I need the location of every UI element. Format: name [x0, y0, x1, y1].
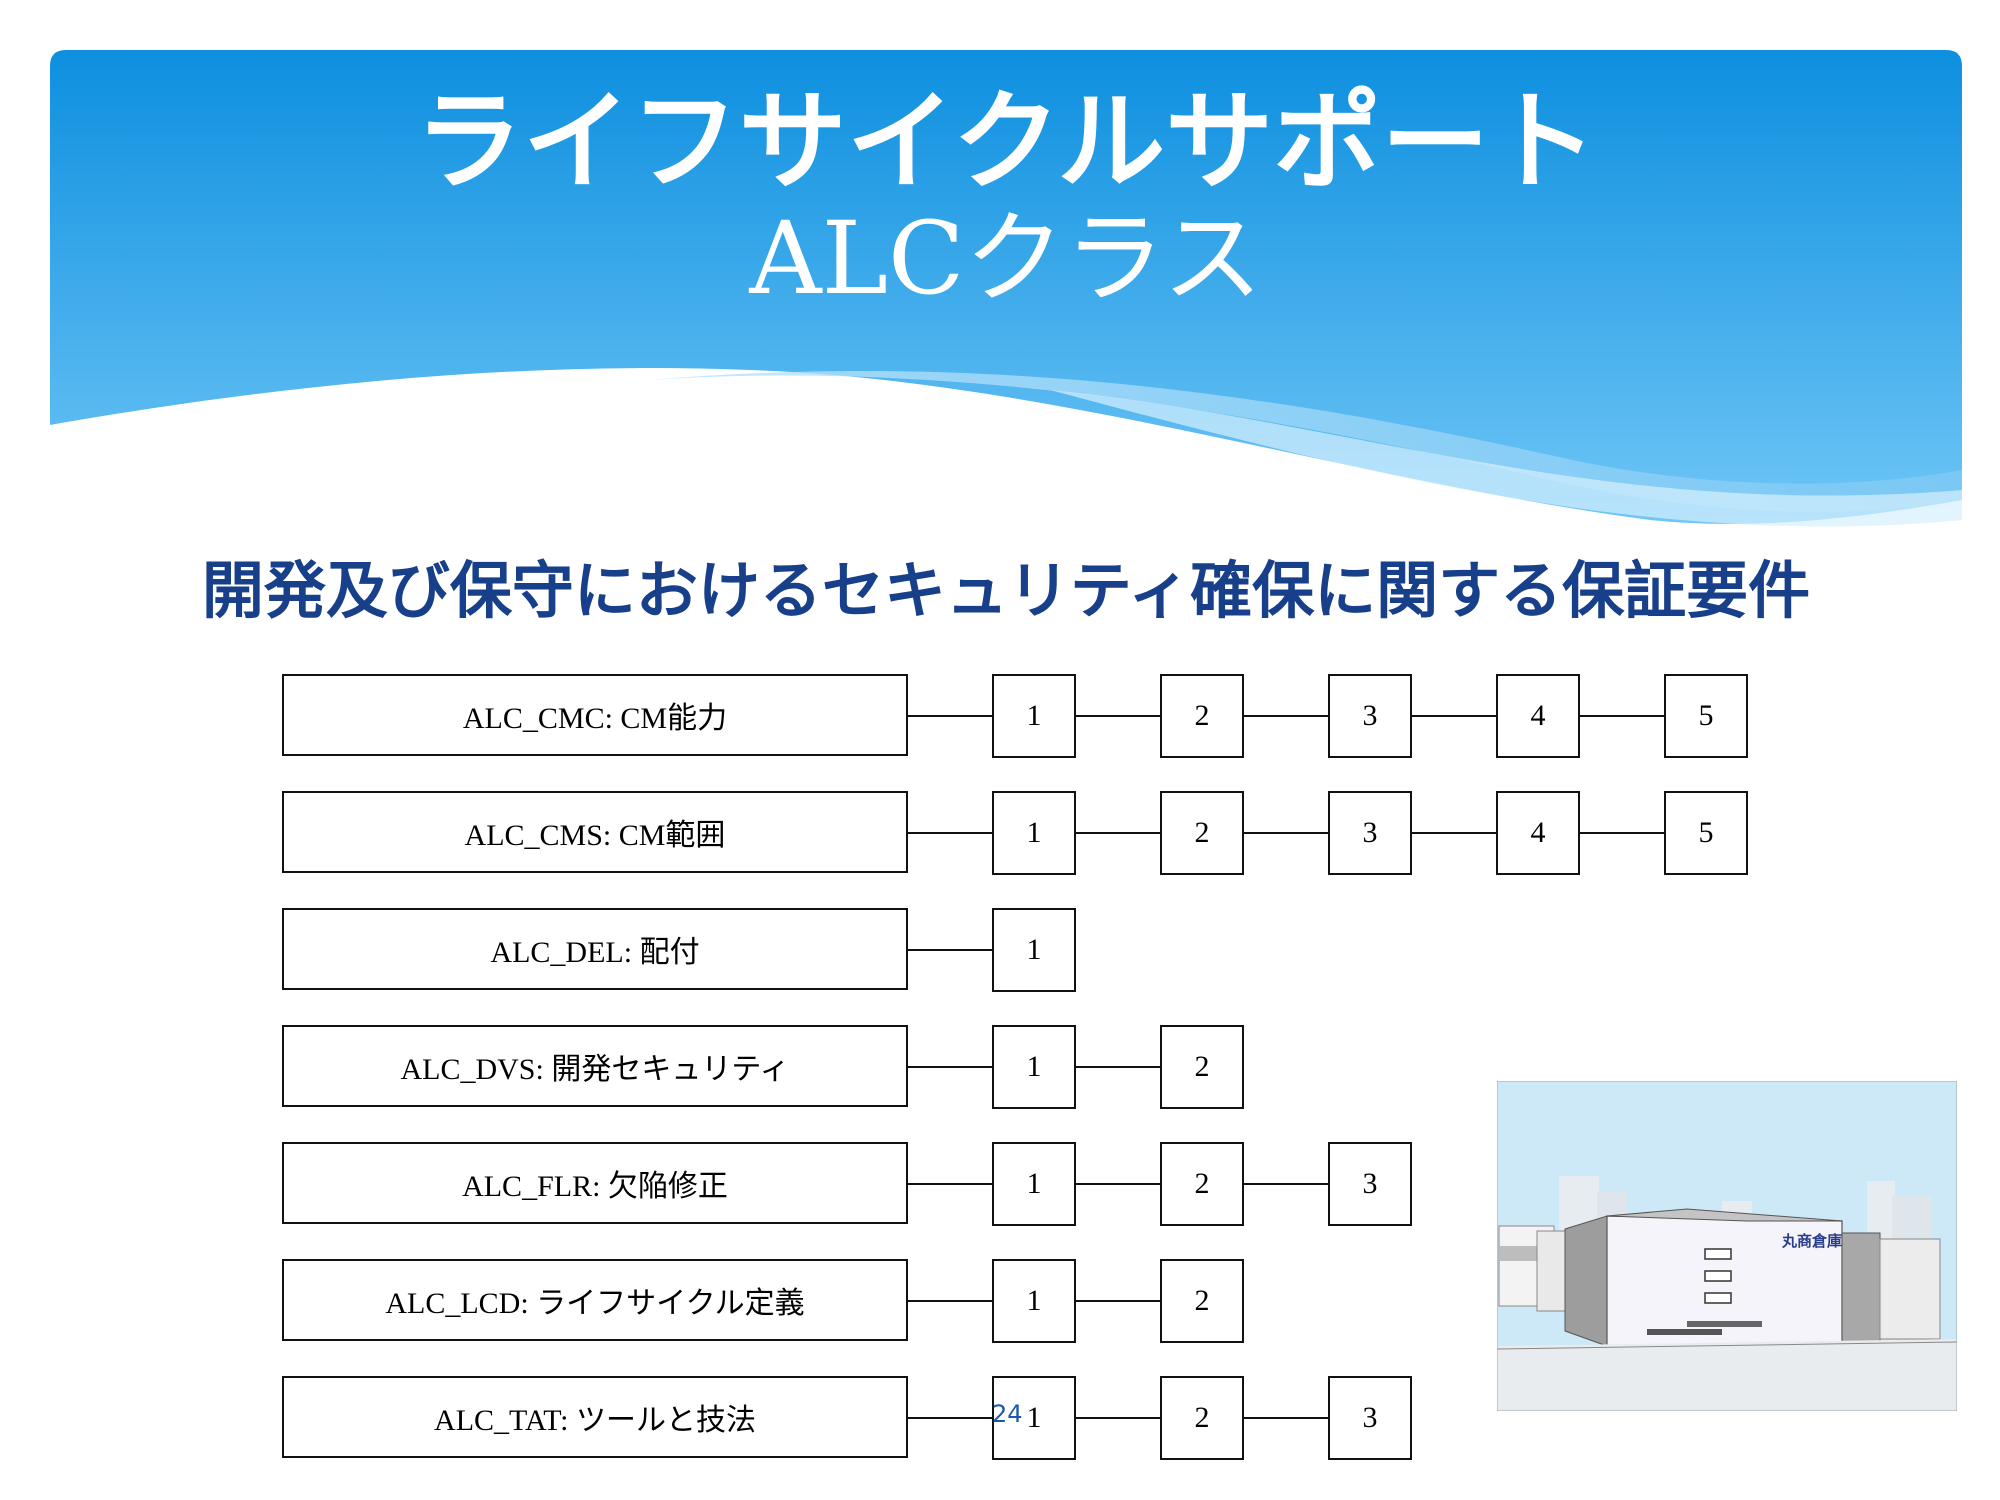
- level-box: 1: [992, 908, 1076, 992]
- warehouse-sign: 丸商倉庫: [1781, 1232, 1842, 1250]
- page-number: 24: [992, 1400, 1023, 1428]
- connector-line: [908, 832, 992, 834]
- level-box: 1: [992, 1376, 1076, 1460]
- level-box: 3: [1328, 674, 1412, 758]
- warehouse-illustration: 丸商倉庫: [1497, 1081, 1957, 1411]
- connector-line: [908, 1417, 992, 1419]
- slide-title: ライフサイクルサポート ALCクラス: [50, 82, 1962, 315]
- connector-line: [1244, 832, 1328, 834]
- family-label: ALC_FLR: 欠陥修正: [282, 1142, 908, 1224]
- connector-line: [1244, 1417, 1328, 1419]
- level-box: 3: [1328, 1142, 1412, 1226]
- level-box: 1: [992, 791, 1076, 875]
- connector-line: [1580, 715, 1664, 717]
- connector-line: [1244, 715, 1328, 717]
- connector-line: [1076, 715, 1160, 717]
- header-banner: [50, 50, 1962, 527]
- connector-line: [908, 715, 992, 717]
- connector-line: [908, 1183, 992, 1185]
- connector-line: [1412, 832, 1496, 834]
- level-box: 2: [1160, 674, 1244, 758]
- connector-line: [1076, 1183, 1160, 1185]
- title-line2: ALCクラス: [749, 199, 1263, 317]
- level-box: 2: [1160, 791, 1244, 875]
- level-box: 2: [1160, 1376, 1244, 1460]
- level-box: 3: [1328, 1376, 1412, 1460]
- family-label: ALC_CMC: CM能力: [282, 674, 908, 756]
- connector-line: [1244, 1183, 1328, 1185]
- level-box: 4: [1496, 791, 1580, 875]
- level-box: 2: [1160, 1025, 1244, 1109]
- connector-line: [1580, 832, 1664, 834]
- level-box: 1: [992, 674, 1076, 758]
- level-box: 2: [1160, 1142, 1244, 1226]
- slide-subtitle: 開発及び保守におけるセキュリティ確保に関する保証要件: [201, 554, 1811, 627]
- level-box: 5: [1664, 674, 1748, 758]
- family-label: ALC_DEL: 配付: [282, 908, 908, 990]
- connector-line: [1076, 1066, 1160, 1068]
- family-label: ALC_CMS: CM範囲: [282, 791, 908, 873]
- title-line1: ライフサイクルサポート: [414, 79, 1598, 205]
- level-box: 2: [1160, 1259, 1244, 1343]
- level-box: 1: [992, 1025, 1076, 1109]
- family-label: ALC_LCD: ライフサイクル定義: [282, 1259, 908, 1341]
- level-box: 1: [992, 1142, 1076, 1226]
- level-box: 3: [1328, 791, 1412, 875]
- family-label: ALC_TAT: ツールと技法: [282, 1376, 908, 1458]
- level-box: 1: [992, 1259, 1076, 1343]
- connector-line: [1076, 1300, 1160, 1302]
- level-box: 4: [1496, 674, 1580, 758]
- connector-line: [908, 1300, 992, 1302]
- family-label: ALC_DVS: 開発セキュリティ: [282, 1025, 908, 1107]
- connector-line: [908, 1066, 992, 1068]
- level-box: 5: [1664, 791, 1748, 875]
- connector-line: [1412, 715, 1496, 717]
- connector-line: [1076, 1417, 1160, 1419]
- connector-line: [908, 949, 992, 951]
- connector-line: [1076, 832, 1160, 834]
